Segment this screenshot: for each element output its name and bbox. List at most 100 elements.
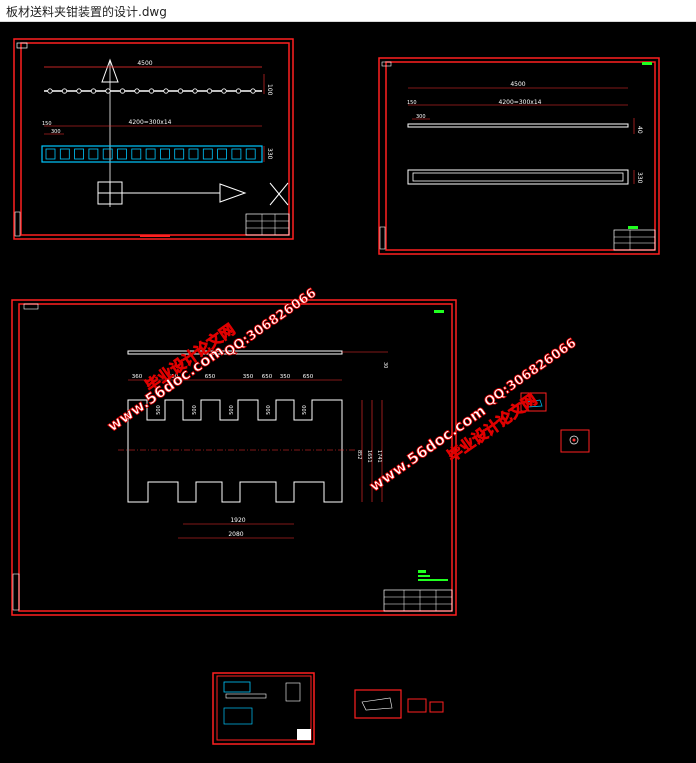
watermark-left: 毕业设计论文网 www.56doc.com QQ:306826066 — [104, 285, 320, 436]
sheet-1-outer-frame — [13, 38, 294, 240]
rail-hole — [206, 88, 213, 94]
sheet-3-corner-tag — [23, 303, 39, 310]
top-dim-label: 650 — [168, 374, 179, 380]
comb-plate-outline — [127, 399, 343, 503]
rail-hole — [134, 88, 140, 94]
slot-dim-label: 500 — [156, 405, 162, 415]
sheet-2-bar-inner — [412, 172, 624, 182]
slot-dim-label: 500 — [229, 405, 235, 415]
rail-hole — [61, 88, 68, 94]
clamp-cell — [74, 148, 84, 160]
sheet-2-dim-300: 300 — [416, 114, 426, 120]
sheet-1[interactable]: 4500 100 150 300 4200=300x14 330 — [13, 38, 294, 240]
sheet-1-title-block — [245, 213, 290, 236]
watermark-qq-left: QQ:306826066 — [222, 286, 320, 361]
sheet-2-dim-h2: 330 — [636, 172, 643, 184]
rail-hole — [119, 88, 126, 94]
clamp-strip — [41, 145, 263, 163]
sheet-1-dim-pitch: 4200=300x14 — [129, 119, 172, 126]
top-dim-label: 650 — [205, 374, 216, 380]
sheet-3-notes — [418, 570, 448, 581]
window-title: 板材送料夹钳装置的设计.dwg — [6, 5, 167, 19]
sheet-3-green-tag — [434, 310, 444, 313]
detail-block-b[interactable] — [560, 429, 590, 453]
arrow-head — [219, 183, 247, 203]
rail-hole — [90, 88, 97, 94]
dim-2080: 2080 — [228, 531, 243, 538]
top-dim-label: 350 — [280, 374, 291, 380]
watermark-url-left: www.56doc.com — [104, 342, 227, 436]
clamp-cell — [159, 148, 170, 160]
dim-1920: 1920 — [230, 517, 245, 524]
drawing-canvas[interactable]: 4500 100 150 300 4200=300x14 330 — [0, 22, 696, 763]
detail-block-c[interactable] — [354, 689, 402, 719]
sheet-1-side-strip — [14, 211, 21, 237]
sheet-1-dim-total: 4500 — [137, 60, 152, 67]
clamp-cell — [131, 148, 142, 160]
slot-dim-label: 500 — [192, 405, 198, 415]
sheet-4[interactable] — [212, 672, 315, 745]
sheet-2[interactable]: 4500 150 4200=300x14 300 40 330 — [378, 57, 660, 255]
sheet-2-dim-pitch: 4200=300x14 — [499, 99, 542, 106]
x-mark-b — [269, 182, 289, 206]
sheet-1-inner-frame — [20, 42, 290, 236]
sheet-2-bar-outer — [407, 169, 629, 185]
window-title-bar: 板材送料夹钳装置的设计.dwg — [0, 0, 696, 22]
rail-hole — [235, 88, 242, 94]
rail-hole — [221, 88, 227, 94]
sheet-3-outer-frame — [11, 299, 457, 616]
clamp-cell — [174, 148, 185, 160]
rail-hole — [76, 88, 82, 94]
sheet-2-outer-frame — [378, 57, 660, 255]
rail-holes — [47, 88, 256, 94]
clamp-cells — [45, 148, 256, 160]
clamp-cell — [117, 148, 127, 160]
slot-dim-label: 500 — [302, 405, 308, 415]
sheet-1-corner-tag — [16, 42, 28, 49]
clamp-cell — [88, 148, 99, 160]
sheet-3-top-bar — [127, 350, 343, 355]
slot-dim-label: 500 — [266, 405, 272, 415]
detail-block-a[interactable] — [520, 392, 547, 412]
sheet-2-dim-total: 4500 — [510, 81, 525, 88]
detail-block-d[interactable] — [407, 698, 444, 713]
clamp-cell — [217, 148, 228, 160]
sheet-1-dim-150: 150 — [42, 121, 52, 127]
dim-1741: 1741 — [376, 450, 382, 463]
dim-1651: 1651 — [366, 450, 372, 463]
sheet-2-dim-150: 150 — [407, 100, 417, 106]
clamp-cell — [245, 148, 256, 160]
sheet-3-inner-frame — [18, 303, 453, 612]
top-dim-label: 650 — [262, 374, 273, 380]
clamp-cell — [202, 148, 213, 160]
rail-hole — [163, 88, 169, 94]
watermark-right: 毕业设计论文网 www.56doc.com QQ:306826066 — [366, 335, 580, 495]
sheet-3-slot-dimensions: 500 500 500 500 500 — [156, 405, 308, 415]
cad-drawing[interactable]: 4500 100 150 300 4200=300x14 330 — [0, 22, 696, 763]
rail-hole — [148, 88, 155, 94]
top-dim-label: 350 — [243, 374, 254, 380]
clamp-cell — [59, 148, 70, 160]
rail-hole — [250, 88, 256, 94]
top-dim-label: 650 — [303, 374, 314, 380]
sheet-1-dim-300: 300 — [51, 129, 61, 135]
sheet-2-title-block — [613, 226, 656, 251]
sheet-2-green-tag — [642, 62, 652, 65]
rail-hole — [177, 88, 184, 94]
sheet-1-dim-h1: 100 — [266, 84, 273, 96]
rail-hole — [47, 88, 53, 94]
clamp-cell — [145, 148, 156, 160]
sheet-3-title-block — [383, 589, 453, 612]
clamp-cell — [45, 148, 56, 160]
sheet-2-corner-tag — [381, 61, 392, 67]
sheet-2-inner-frame — [385, 61, 656, 251]
sheet-2-side-strip — [379, 226, 386, 250]
sheet-1-bottom-mark — [140, 235, 170, 237]
sheet-2-rail — [407, 123, 629, 128]
clamp-cell — [188, 148, 199, 160]
clamp-cell — [102, 148, 113, 160]
clamp-cell — [231, 148, 242, 160]
rail-hole — [105, 88, 111, 94]
